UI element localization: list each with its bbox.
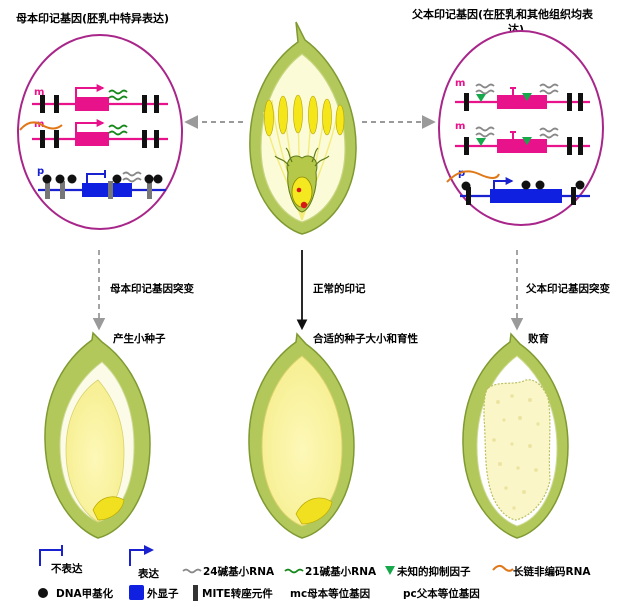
legend-lncrna-label: 长链非编码RNA (513, 565, 591, 578)
legend-dna-methylation-label: DNA甲基化 (56, 587, 114, 600)
paternal-allele-row-silenced: p (37, 166, 166, 199)
legend-repressor: 未知的抑制因子 (385, 565, 471, 578)
legend-not-expressed-label: 不表达 (51, 562, 83, 575)
maternal-heading: 母本印记基因(胚乳中特异表达) (16, 11, 169, 25)
maternal-gene-circle: m m p (17, 34, 183, 230)
maternal-allele-row-2: m (19, 119, 168, 148)
maternal-allele-row-1: m (32, 84, 168, 113)
label-paternal-mutation: 父本印记基因突变 (525, 282, 610, 295)
maternal-mark-1: m (34, 87, 44, 98)
legend: 不表达 表达 24碱基小RNA 21碱基小RNA 未知的抑制因子 长链非编码RN… (38, 545, 591, 601)
legend-21nt-srna-label: 21碱基小RNA (305, 565, 377, 578)
paternal-gene-circle: m m (438, 30, 604, 226)
right-maternal-mark-2: m (455, 121, 465, 132)
legend-mite-label: MITE转座元件 (202, 587, 273, 600)
right-maternal-mark-1: m (455, 78, 465, 89)
right-maternal-row-1: m (455, 78, 590, 111)
legend-lncrna: 长链非编码RNA (492, 564, 591, 578)
right-paternal-row-expressed: p (446, 168, 590, 205)
paternal-heading-line1: 父本印记基因(在胚乳和其他组织均表 (411, 7, 594, 21)
right-maternal-row-2: m (455, 121, 590, 155)
small-seed-illustration (44, 331, 151, 539)
paternal-mark-1: p (37, 166, 44, 177)
legend-repressor-label: 未知的抑制因子 (396, 565, 471, 578)
legend-expressed: 表达 (129, 545, 159, 580)
normal-seed-illustration (248, 332, 355, 539)
legend-24nt-srna-label: 24碱基小RNA (203, 565, 275, 578)
legend-dna-methylation: DNA甲基化 (38, 587, 114, 600)
right-paternal-mark: p (458, 168, 465, 179)
aborted-seed-illustration (462, 332, 569, 539)
legend-exon: 外显子 (129, 585, 179, 600)
legend-not-expressed: 不表达 (39, 545, 83, 575)
outcome-small-seed: 产生小种子 (113, 332, 166, 345)
legend-mc-label: mc母本等位基因 (290, 587, 370, 600)
legend-expressed-label: 表达 (137, 567, 159, 580)
legend-21nt-srna: 21碱基小RNA (284, 565, 377, 578)
legend-mite: MITE转座元件 (193, 585, 273, 601)
top-seed-illustration (249, 21, 357, 235)
legend-pc-label: pc父本等位基因 (403, 587, 480, 600)
legend-24nt-srna: 24碱基小RNA (182, 565, 275, 578)
label-maternal-mutation: 母本印记基因突变 (110, 282, 194, 295)
outcome-abortion: 败育 (528, 332, 549, 345)
legend-exon-label: 外显子 (146, 587, 179, 600)
outcome-normal-seed: 合适的种子大小和育性 (312, 332, 418, 345)
label-normal-imprinting: 正常的印记 (313, 282, 366, 295)
